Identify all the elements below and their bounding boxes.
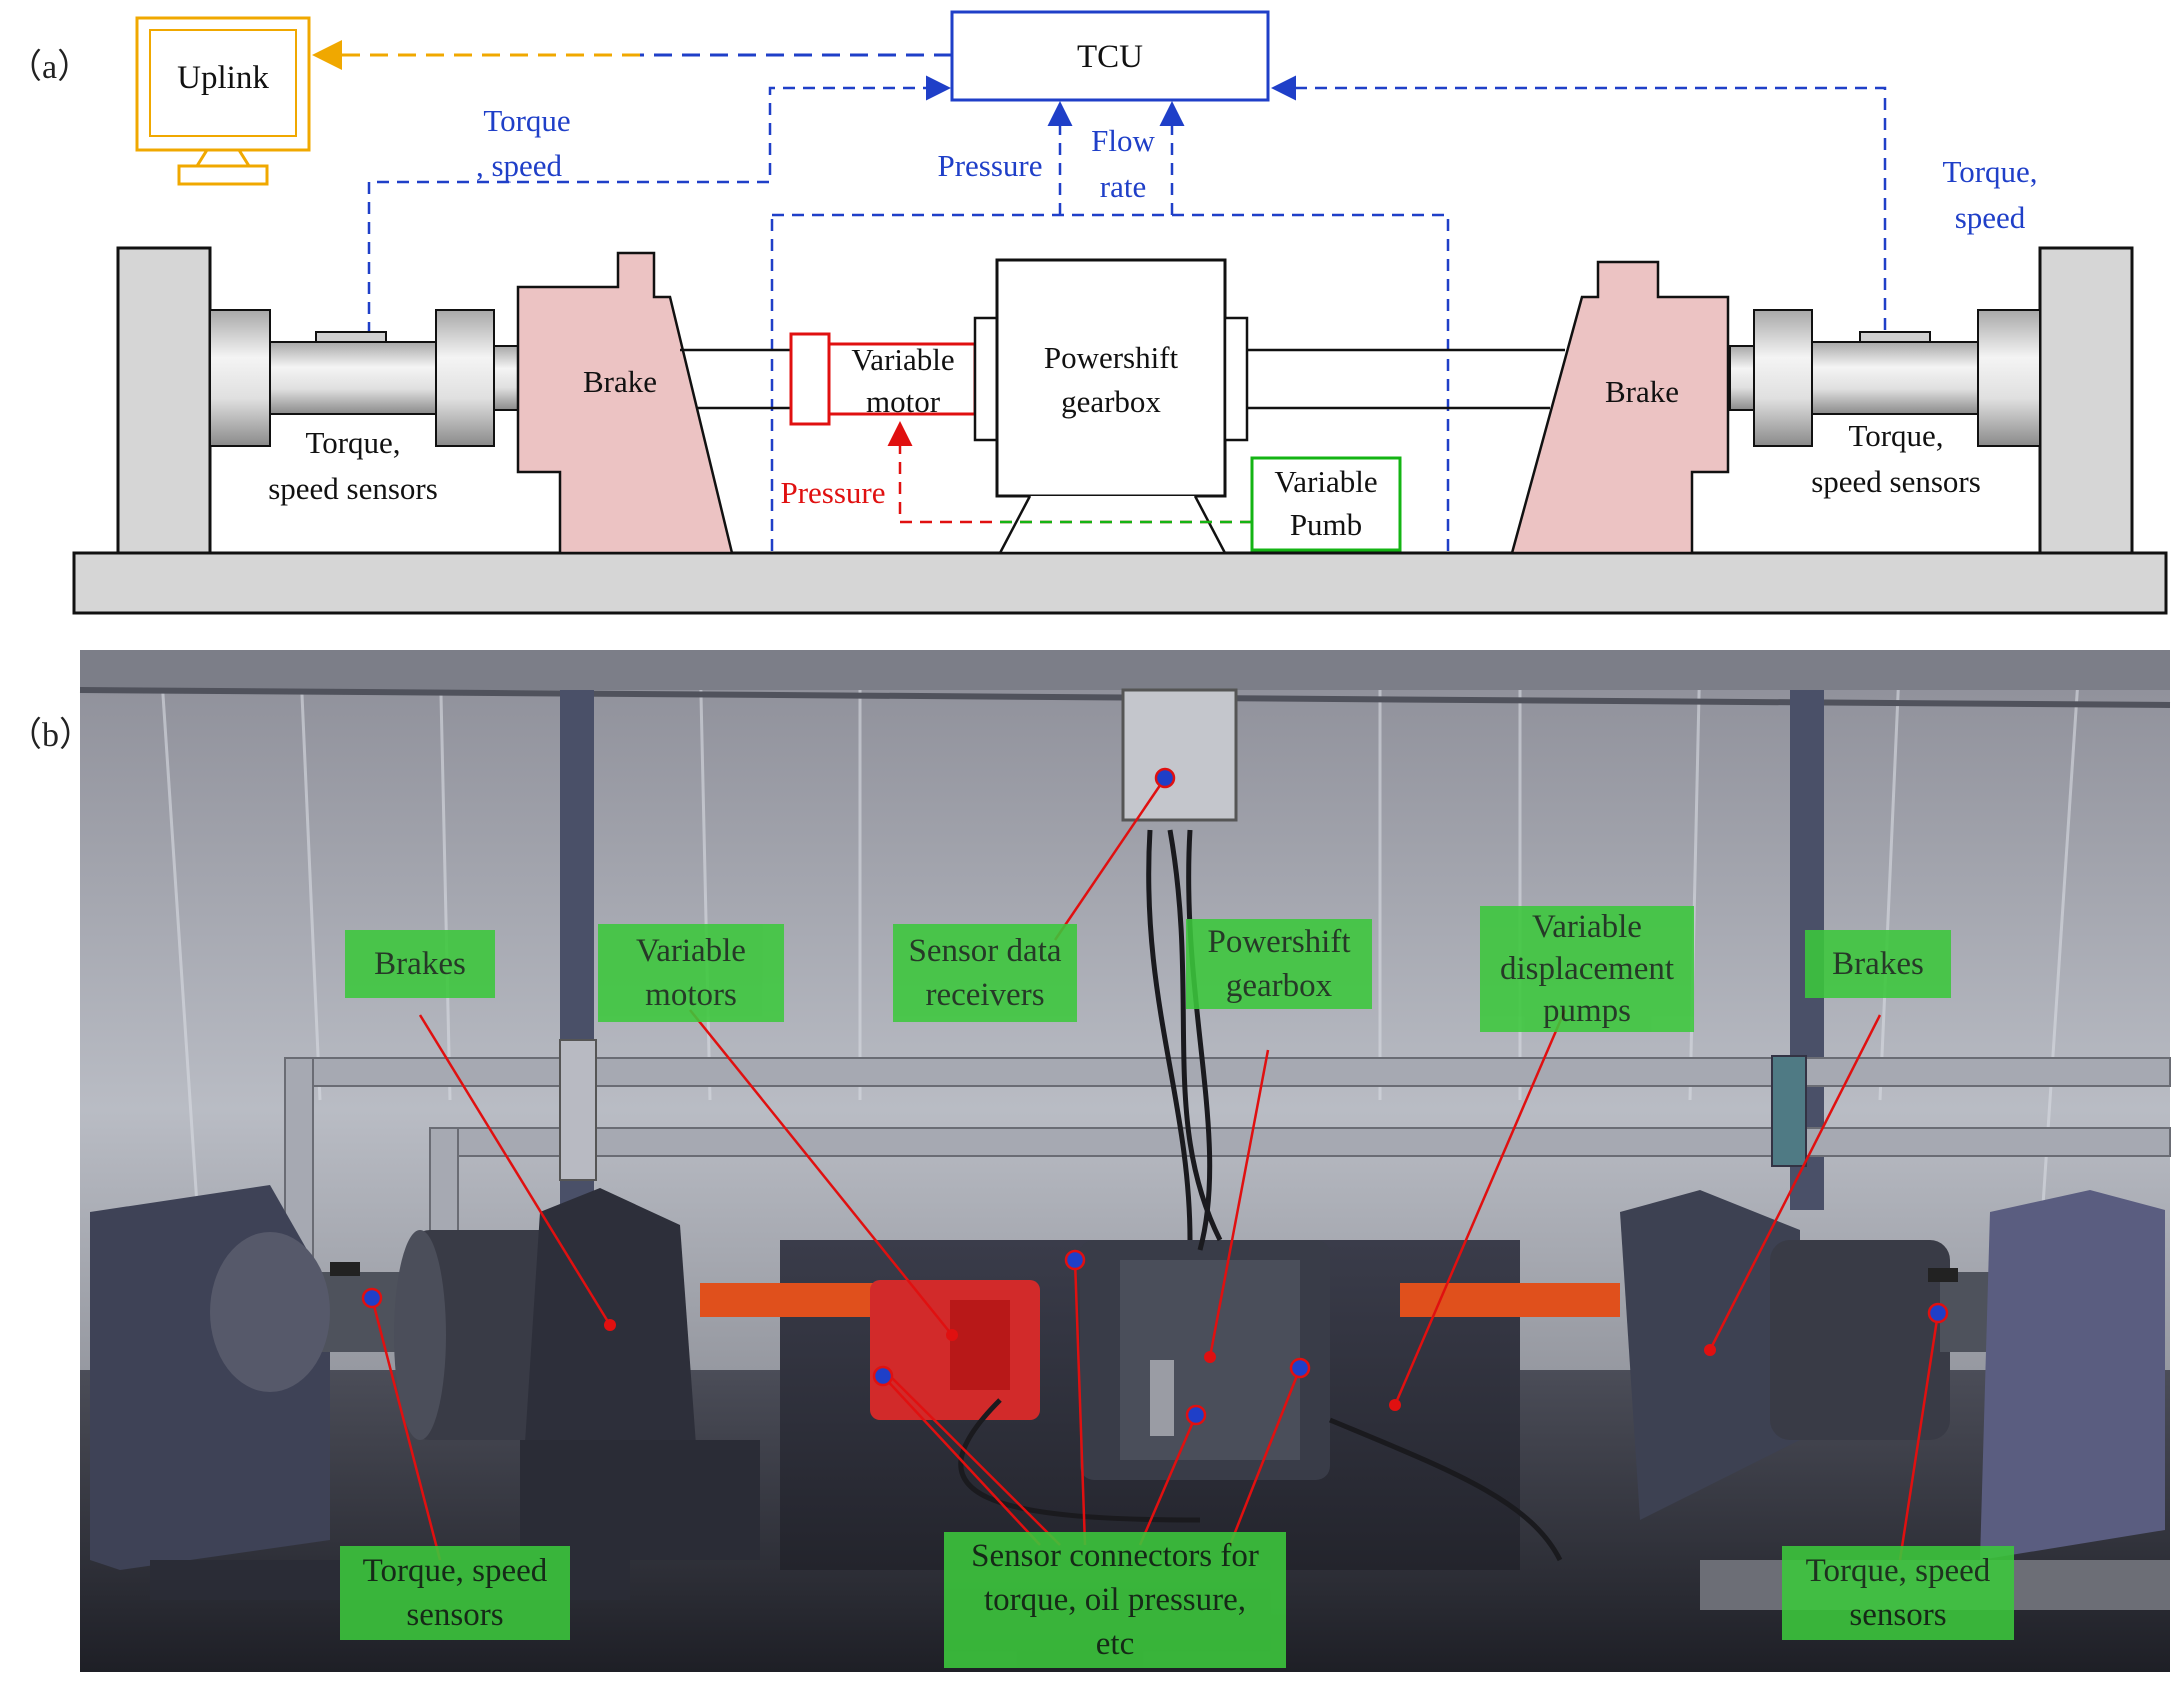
torque-speed-right-label-1: Torque,	[1942, 154, 2037, 189]
sensors-left-label-1: Torque,	[305, 425, 400, 460]
gearbox-label-2: gearbox	[1061, 384, 1161, 419]
annotation-sensor-data-receivers: Sensor data receivers	[893, 924, 1077, 1022]
annotation-variable-displacement-pumps: Variable displacement pumps	[1480, 906, 1694, 1032]
right-brake-icon	[1510, 260, 1730, 555]
torque-speed-left-label-2: , speed	[476, 148, 563, 183]
pressure-feedback-line	[887, 421, 1252, 524]
annotation-torque-speed-left-line-2: sensors	[406, 1597, 504, 1633]
left-torque-speed-sensor-icon	[209, 309, 519, 447]
variable-motor-label-1: Variable	[851, 342, 954, 377]
annotation-powershift-gearbox-line-1: Powershift	[1207, 924, 1351, 960]
annotation-sensor-connectors: Sensor connectors for torque, oil pressu…	[944, 1532, 1286, 1668]
torque-speed-left-label-1: Torque	[483, 103, 570, 138]
annotation-brakes-left-line-1: Brakes	[374, 946, 466, 982]
test-bench-frame	[72, 246, 2168, 615]
sensors-right-label-2: speed sensors	[1811, 464, 1981, 499]
gearbox-flange-right	[1223, 316, 1249, 442]
pressure-top-label: Pressure	[937, 148, 1042, 183]
annotation-variable-motors-line-1: Variable	[636, 933, 746, 969]
variable-pump-label-1: Variable	[1274, 464, 1377, 499]
test-bench-photo	[79, 649, 2171, 1672]
flow-rate-label-1: Flow	[1091, 123, 1155, 158]
annotation-sensor-data-receivers-line-2: receivers	[925, 977, 1045, 1013]
variable-pump-box	[1250, 456, 1402, 552]
variable-motor-label-2: motor	[866, 384, 941, 419]
brake-right-label: Brake	[1605, 374, 1679, 409]
variable-motor-box	[827, 342, 977, 416]
annotation-sensor-connectors-line-2: torque, oil pressure,	[983, 1582, 1247, 1618]
right-torque-speed-sensor-icon	[1729, 309, 2041, 447]
annotation-torque-speed-left-line-1: Torque, speed	[362, 1553, 548, 1589]
uplink-monitor-icon	[135, 16, 311, 186]
annotation-sensor-data-receivers-line-1: Sensor data	[908, 933, 1062, 969]
annotation-variable-motors-line-2: motors	[645, 977, 737, 1013]
variable-motor-flange	[789, 332, 831, 426]
sensors-left-label-2: speed sensors	[268, 471, 438, 506]
gearbox-label-1: Powershift	[1044, 340, 1179, 375]
gearbox-flange-left	[973, 316, 999, 442]
annotation-powershift-gearbox: Powershift gearbox	[1186, 919, 1372, 1009]
sensors-right-label-1: Torque,	[1848, 418, 1943, 453]
annotation-leader-lines	[370, 777, 1940, 1561]
annotation-brakes-right-line-1: Brakes	[1832, 946, 1924, 982]
annotation-variable-displacement-pumps-line-2: displacement	[1499, 951, 1675, 987]
annotation-markers	[361, 767, 1949, 1426]
right-torque-signal-line	[1271, 75, 1887, 330]
flow-rate-label-2: rate	[1100, 169, 1146, 204]
panel-b-label: （b）	[8, 716, 93, 754]
brake-left-label: Brake	[583, 364, 657, 399]
tcu-label: TCU	[1077, 39, 1143, 75]
gearbox-support	[997, 495, 1228, 555]
variable-pump-label-2: Pumb	[1290, 507, 1362, 542]
pressure-red-label: Pressure	[780, 475, 885, 510]
annotation-torque-speed-right: Torque, speed sensors	[1782, 1546, 2014, 1640]
annotation-sensor-connectors-line-3: etc	[1095, 1626, 1135, 1662]
tcu-box	[950, 10, 1270, 102]
annotation-brakes-right: Brakes	[1805, 930, 1951, 998]
annotation-brakes-left: Brakes	[345, 930, 495, 998]
left-torque-signal-line	[367, 75, 951, 334]
annotation-sensor-connectors-line-1: Sensor connectors for	[971, 1538, 1259, 1574]
left-brake-icon	[516, 251, 734, 555]
powershift-gearbox-box	[995, 258, 1227, 498]
uplink-label: Uplink	[177, 60, 269, 96]
annotation-torque-speed-right-line-2: sensors	[1849, 1597, 1947, 1633]
annotation-torque-speed-left: Torque, speed sensors	[340, 1546, 570, 1640]
annotation-variable-motors: Variable motors	[598, 924, 784, 1022]
annotation-powershift-gearbox-line-2: gearbox	[1225, 968, 1333, 1004]
panel-a-label: （a）	[8, 48, 91, 86]
torque-speed-right-label-2: speed	[1955, 200, 2026, 235]
annotation-variable-displacement-pumps-line-3: pumps	[1542, 993, 1631, 1029]
annotation-torque-speed-right-line-1: Torque, speed	[1805, 1553, 1991, 1589]
annotation-variable-displacement-pumps-line-1: Variable	[1532, 909, 1642, 945]
